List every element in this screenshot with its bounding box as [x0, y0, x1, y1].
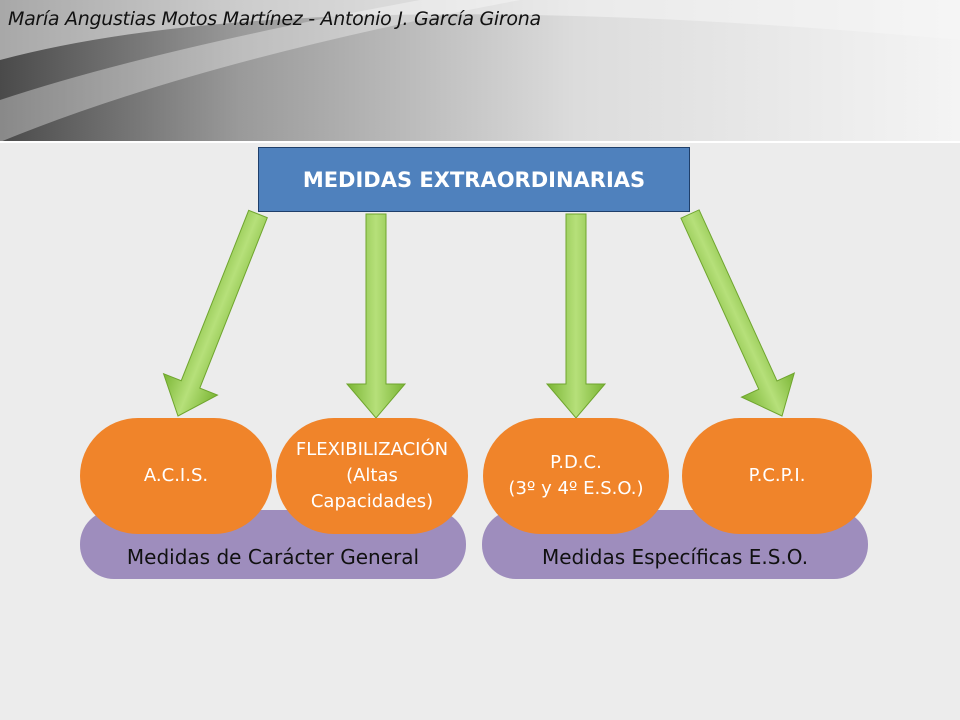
item-pdc: P.D.C. (3º y 4º E.S.O.): [483, 418, 669, 534]
item-flex-line-1: FLEXIBILIZACIÓN: [295, 439, 449, 460]
title-text: MEDIDAS EXTRAORDINARIAS: [302, 167, 646, 192]
item-flex-line-2: (Altas: [346, 465, 398, 486]
arrow-to-flexibilizacion: [345, 213, 407, 419]
item-pcpi: P.C.P.I.: [682, 418, 872, 534]
item-flex-line-3: Capacidades): [310, 491, 434, 512]
arrow-to-pdc: [545, 213, 607, 419]
item-flexibilizacion: FLEXIBILIZACIÓN (Altas Capacidades): [276, 418, 468, 534]
title-box: MEDIDAS EXTRAORDINARIAS: [258, 147, 690, 212]
item-acis-line-1: A.C.I.S.: [143, 465, 209, 486]
group-general-label: Medidas de Carácter General: [126, 545, 420, 569]
item-pcpi-line-1: P.C.P.I.: [748, 465, 806, 486]
group-general: Medidas de Carácter General: [80, 510, 466, 579]
author-credit: María Angustias Motos Martínez - Antonio…: [8, 8, 541, 30]
item-acis: A.C.I.S.: [80, 418, 272, 534]
group-especificas-label: Medidas Específicas E.S.O.: [541, 545, 809, 569]
arrow-to-pcpi: [680, 209, 796, 417]
arrow-to-acis: [162, 209, 268, 417]
item-pdc-line-2: (3º y 4º E.S.O.): [508, 478, 644, 499]
item-pdc-line-1: P.D.C.: [550, 452, 602, 473]
